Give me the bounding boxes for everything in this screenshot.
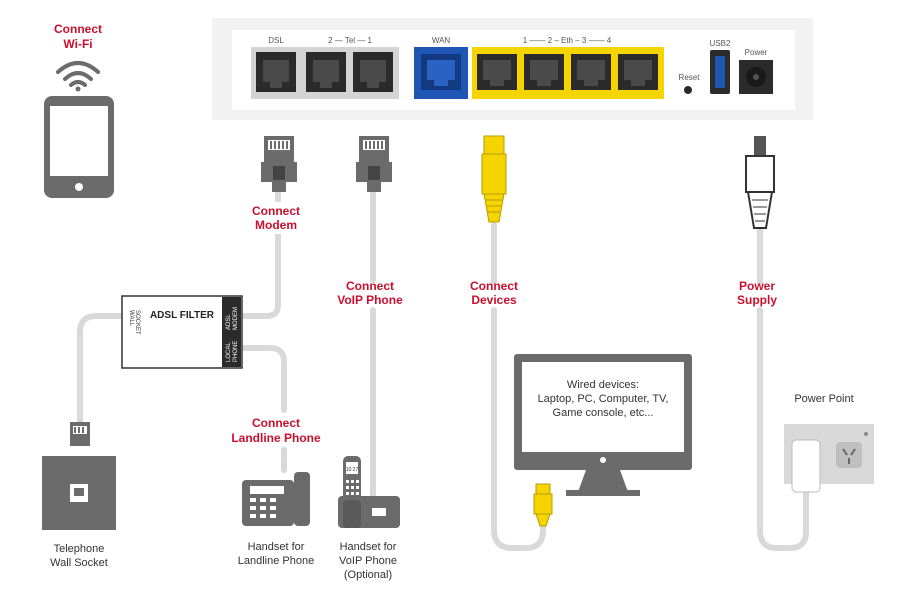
usb-port-label: USB2	[710, 39, 731, 48]
wall-socket-plug-icon	[70, 422, 90, 446]
modem-label-line2: Modem	[255, 218, 297, 232]
power-cable-lower	[757, 307, 809, 551]
ethernet-plug-icon	[481, 135, 507, 223]
adsl-filter-side	[222, 297, 241, 367]
tel-port-2[interactable]	[306, 52, 346, 92]
tel-port-label: 2 — Tel — 1	[328, 36, 372, 45]
adsl-filter: ADSL FILTER WALL SOCKET ADSL MODEM LOCAL…	[121, 295, 243, 369]
wan-port[interactable]	[421, 54, 461, 90]
landline-label-bg	[226, 414, 326, 446]
eth-port-2[interactable]	[524, 54, 564, 90]
landline-handset-caption-line2: Landline Phone	[238, 555, 314, 567]
filter-phone-label-line1: LOCAL	[226, 342, 232, 362]
power-plug-icon	[745, 136, 775, 229]
voip-phone-screen-time: 10:27	[346, 467, 359, 473]
reset-button[interactable]	[684, 86, 692, 94]
power-port-label: Power	[745, 48, 768, 57]
monitor-text-line1: Wired devices:	[567, 379, 639, 391]
voip-handset-caption-line2: VoIP Phone	[339, 555, 397, 567]
voip-handset-caption-line1: Handset for	[340, 541, 397, 553]
monitor-text-line2: Laptop, PC, Computer, TV,	[538, 393, 669, 405]
usb-port-tongue	[715, 56, 725, 88]
eth-port-4[interactable]	[618, 54, 658, 90]
cables	[77, 187, 809, 551]
devices-label-line1: Connect	[470, 279, 518, 293]
wifi-label-line1: Connect	[54, 22, 102, 36]
monitor-text-line3: Game console, etc...	[553, 407, 654, 419]
eth-port-1[interactable]	[477, 54, 517, 90]
wifi-icon	[56, 61, 100, 92]
voip-label-line1: Connect	[346, 279, 394, 293]
monitor-icon	[514, 354, 692, 496]
modem-cable	[239, 187, 281, 319]
wall-socket-caption-line1: Telephone	[54, 543, 105, 555]
landline-handset-caption-line1: Handset for	[248, 541, 305, 553]
dsl-plug-icon	[261, 136, 297, 192]
monitor-ethernet-plug-icon	[533, 483, 553, 527]
filter-phone-label-line2: PHONE	[233, 341, 239, 362]
modem-label-line1: Connect	[252, 204, 300, 218]
power-supply-label-line2: Supply	[737, 293, 777, 307]
devices-cable-lower	[491, 307, 546, 551]
landline-label-line2: Landline Phone	[231, 431, 321, 445]
wall-cable	[77, 313, 127, 428]
voip-phone-icon: 10:27	[338, 456, 400, 528]
adsl-filter-title: ADSL FILTER	[150, 310, 215, 321]
power-port-pin	[753, 74, 759, 80]
reset-label: Reset	[679, 73, 701, 82]
power-supply-label-line1: Power	[739, 279, 775, 293]
eth-ports-label: 1 —— 2 – Eth – 3 —— 4	[523, 36, 612, 45]
landline-label-line1: Connect	[252, 416, 300, 430]
dsl-port[interactable]	[256, 52, 296, 92]
modem-label-bg	[246, 202, 306, 234]
router-back-panel: DSL 2 — Tel — 1 WAN	[212, 18, 813, 120]
eth-port-3[interactable]	[571, 54, 611, 90]
wifi-label-line2: Wi-Fi	[63, 37, 92, 51]
voip-handset-caption-line3: (Optional)	[344, 569, 392, 581]
dsl-port-label: DSL	[268, 36, 284, 45]
filter-wall-label-line1: WALL	[128, 310, 134, 327]
wall-socket-caption-line2: Wall Socket	[50, 557, 108, 569]
power-point-icon	[784, 424, 874, 493]
landline-cable	[239, 345, 287, 413]
filter-modem-label-line1: ADSL	[226, 314, 232, 330]
tel-port-1[interactable]	[353, 52, 393, 92]
tablet-icon	[44, 96, 114, 198]
filter-modem-label-line2: MODEM	[233, 307, 239, 330]
devices-label-line2: Devices	[471, 293, 517, 307]
power-point-label: Power Point	[794, 393, 853, 405]
landline-phone-icon	[242, 472, 310, 526]
tel-plug-icon	[356, 136, 392, 192]
wan-port-label: WAN	[432, 36, 451, 45]
voip-label-line2: VoIP Phone	[337, 293, 403, 307]
telephone-wall-socket-icon	[42, 456, 116, 530]
filter-wall-label-line2: SOCKET	[134, 310, 140, 335]
